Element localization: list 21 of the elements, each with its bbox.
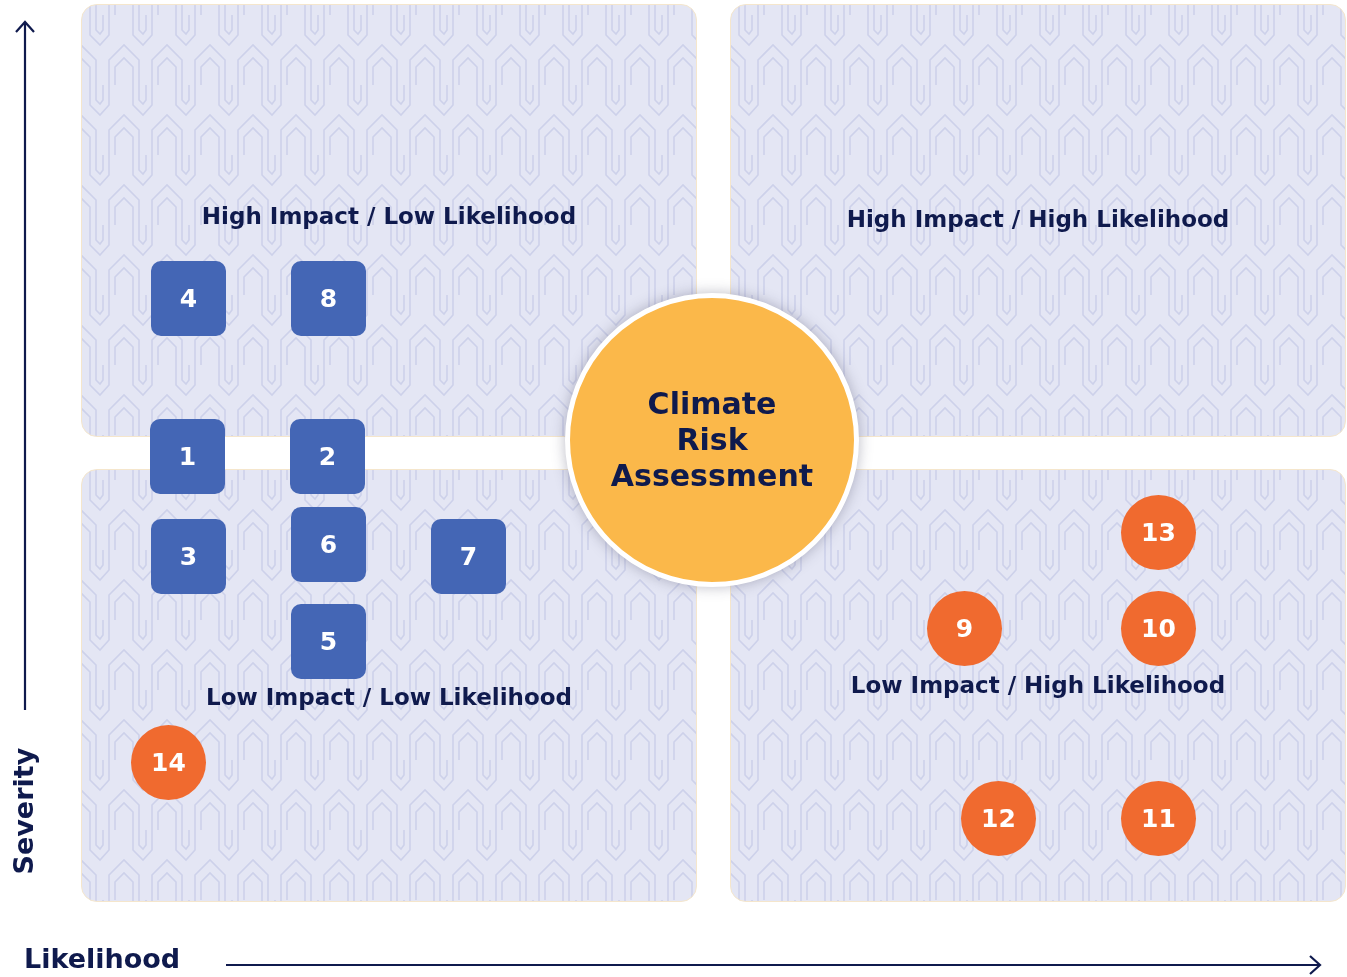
number-marker: 1 [150, 419, 225, 494]
quadrant-heading: Low Impact / Low Likelihood [205, 684, 573, 710]
number-marker: 7 [431, 519, 506, 594]
number-marker: 13 [1121, 495, 1196, 570]
number-marker: 8 [291, 261, 366, 336]
quadrant-heading: High Impact / Low Likelihood [200, 203, 578, 229]
number-marker: 3 [151, 519, 226, 594]
number-marker: 14 [131, 725, 206, 800]
number-marker: 12 [961, 781, 1036, 856]
quadrant-heading: Low Impact / High Likelihood [849, 672, 1227, 698]
number-marker: 6 [291, 507, 366, 582]
number-marker: 2 [290, 419, 365, 494]
number-marker: 11 [1121, 781, 1196, 856]
center-title: Climate Risk Assessment [609, 386, 815, 494]
axis-label: Likelihood [24, 943, 181, 974]
quadrant-heading: High Impact / High Likelihood [845, 206, 1231, 232]
number-marker: 9 [927, 591, 1002, 666]
axis-label: Severity [7, 748, 39, 875]
number-marker: 5 [291, 604, 366, 679]
number-marker: 10 [1121, 591, 1196, 666]
number-marker: 4 [151, 261, 226, 336]
